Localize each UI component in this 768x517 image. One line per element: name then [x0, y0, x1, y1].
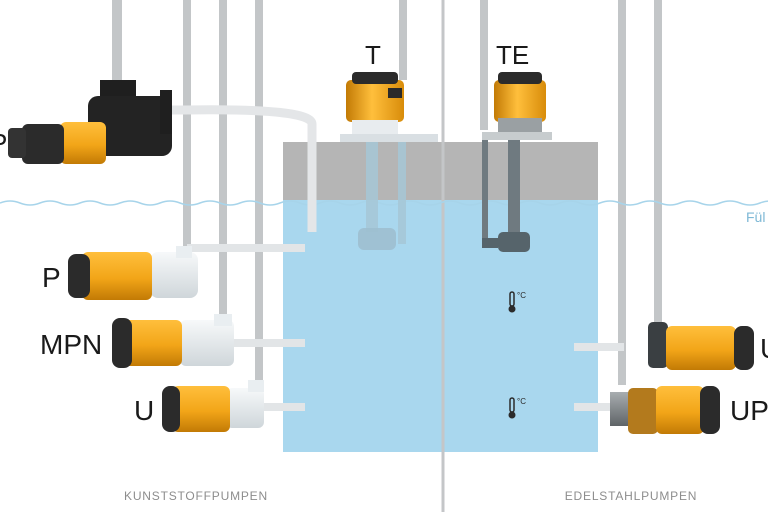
pump-p	[68, 246, 198, 300]
label-up: UP	[730, 395, 768, 426]
thermometer-unit: °C	[517, 397, 526, 406]
section-label-plastic: KUNSTSTOFFPUMPEN	[124, 489, 268, 503]
fill-level-wave	[0, 200, 768, 206]
fill-level-label: Fül	[746, 209, 765, 225]
pump-self-priming-top-left	[8, 80, 317, 232]
section-label-steel: EDELSTAHLPUMPEN	[565, 489, 697, 503]
label-left-edge-p: P	[0, 128, 7, 158]
label-te: TE	[496, 40, 529, 70]
tank-air-zone	[283, 142, 598, 201]
tank	[283, 0, 598, 512]
pump-te	[482, 72, 552, 252]
label-p: P	[42, 262, 61, 293]
thermometer-icon: °C	[508, 397, 526, 419]
horizontal-pipes	[187, 244, 624, 411]
pump-u-right	[648, 322, 754, 370]
label-u-right: U	[760, 333, 768, 364]
label-t: T	[365, 40, 381, 70]
pump-up	[610, 386, 720, 434]
thermometer-icon: °C	[508, 291, 526, 313]
label-mpn: MPN	[40, 329, 102, 360]
label-u-left: U	[134, 395, 154, 426]
pump-u-left	[162, 380, 264, 432]
tank-water	[283, 200, 598, 452]
pump-t	[340, 72, 438, 250]
vertical-pipes	[112, 0, 662, 388]
pump-mpn	[112, 314, 234, 368]
thermometer-unit: °C	[517, 291, 526, 300]
